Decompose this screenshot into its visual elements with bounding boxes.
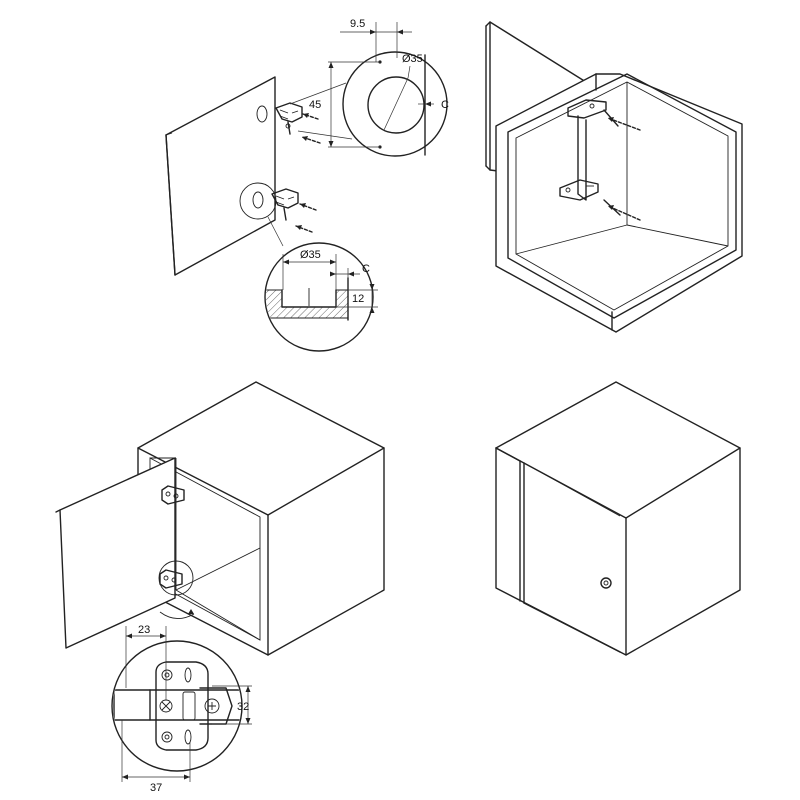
dim-plate-total-label: 37 [150,782,162,794]
cup-hole-top [256,105,268,123]
dim-clearance-top: C [418,99,449,111]
mount-arrows [603,109,641,221]
dim-depth-label: 12 [352,293,364,305]
dim-clearance-top-label: C [441,99,449,111]
hinge-installed-top-icon [161,485,185,505]
mounting-plate-detail: 23 32 37 [111,624,252,794]
dim-offset-label: 9.5 [350,18,365,30]
cabinet-open-view: 23 32 37 [55,381,385,794]
hinge-top-icon [275,102,303,135]
cup-section-detail: Ø35 C 12 [264,242,378,352]
dim-spacing-vertical: 45 [309,61,380,148]
screw-arrows [295,113,321,233]
door-open [59,457,176,649]
dim-clearance-section-label: C [362,263,370,275]
dim-plate-width-label: 23 [138,624,150,636]
dim-diameter-top-label: Ø35 [402,53,423,65]
door-drilling-view: 9.5 45 Ø35 C [165,18,449,352]
dim-offset-top: 9.5 [340,18,412,62]
door-panel [165,76,276,276]
dim-spacing-label: 45 [309,99,321,111]
plate-detail-marker [158,560,194,596]
cabinet-closed-view [495,381,741,656]
dim-diameter-section-label: Ø35 [300,249,321,261]
cup-hole-bottom [252,191,264,209]
cabinet-frame [495,73,743,333]
closed-cabinet-body [495,381,741,656]
cabinet-mounting-view [485,21,743,333]
dim-plate-height-label: 32 [237,701,249,713]
dim-diameter-top: Ø35 [383,53,423,131]
cup-detail-top [289,51,448,157]
door-knob-icon [600,577,612,589]
hinge-bottom-icon [271,188,299,221]
detail-marker-circle [239,182,277,220]
hinge-arm-mounted-icon [559,99,607,201]
door-swing-arc [159,611,195,619]
